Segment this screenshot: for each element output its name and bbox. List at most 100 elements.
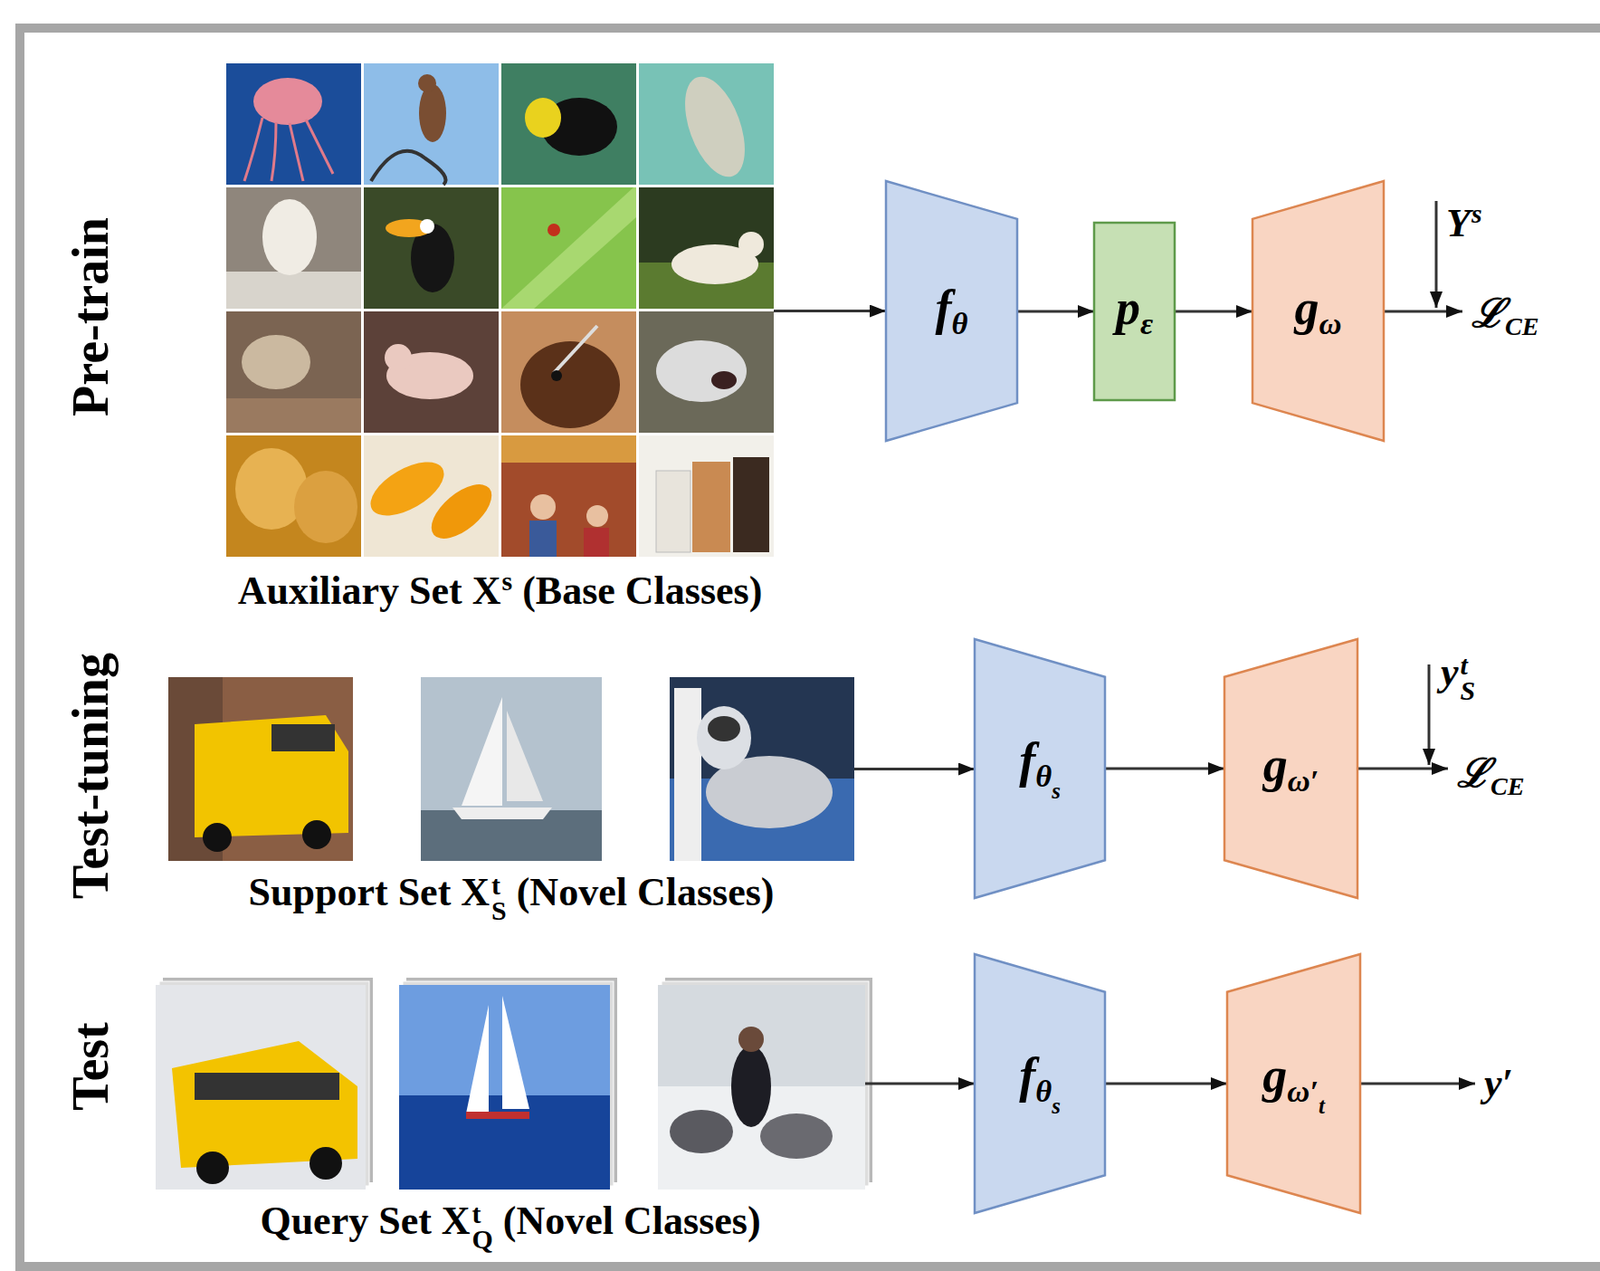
math-symbol: f <box>935 280 953 335</box>
loss-label: ℒCE <box>1471 292 1540 342</box>
math-symbol: fθ <box>935 281 969 341</box>
photo-detail <box>524 97 562 138</box>
photo-detail <box>1428 664 1431 765</box>
photo-detail <box>674 687 702 861</box>
photo-detail <box>1383 310 1463 314</box>
photo-detail <box>733 457 770 553</box>
photo-detail <box>194 714 349 838</box>
loss-label: ℒ <box>1471 291 1505 336</box>
photo-detail <box>461 696 503 806</box>
connector-arrow <box>1017 310 1095 314</box>
loss-label: ℒCE <box>1457 752 1525 801</box>
loss-label: CE <box>1504 312 1540 341</box>
photo-detail <box>692 461 731 553</box>
math-symbol: ω′ <box>1287 763 1320 799</box>
network-trapezoid: gω <box>1252 180 1384 441</box>
photo-detail <box>529 520 557 557</box>
math-symbol: gω′t <box>1262 1048 1325 1118</box>
photo-detail <box>420 676 602 861</box>
photo-detail <box>501 435 637 463</box>
photo-detail <box>738 1026 764 1052</box>
photo-detail <box>530 494 556 520</box>
target-label: S <box>1460 677 1477 704</box>
photo-detail <box>466 1004 489 1114</box>
node-outline <box>974 638 1105 898</box>
photo-detail <box>226 271 362 309</box>
math-symbol: s <box>1051 1093 1061 1118</box>
photo-detail <box>669 1109 734 1153</box>
photo-detail <box>226 435 362 557</box>
photo-detail <box>669 676 855 861</box>
photo-detail <box>294 470 358 543</box>
node-outline <box>974 953 1105 1213</box>
math-symbol: gω′ <box>1263 738 1320 798</box>
set-caption: Auxiliary Set Xs(Base Classes) <box>238 565 763 615</box>
image-set: Query Set XtQ(Novel Classes) <box>155 977 866 1190</box>
connector-arrow <box>773 309 886 313</box>
node-outline <box>1252 180 1384 441</box>
photo-detail <box>506 710 543 801</box>
math-symbol: fθs <box>1019 733 1061 803</box>
math-symbol: θ <box>952 305 969 341</box>
node-outline <box>1227 953 1361 1213</box>
connector-arrow <box>1174 310 1253 314</box>
photo-detail <box>309 1146 343 1180</box>
connector-arrow <box>1104 1082 1228 1086</box>
caption-text: Q <box>472 1226 494 1252</box>
connector-arrow <box>865 1082 975 1086</box>
math-symbol: f <box>1019 1047 1036 1103</box>
photo-detail <box>419 84 447 143</box>
node-outline <box>1224 638 1358 898</box>
photo-detail <box>638 311 774 433</box>
photo-detail <box>196 1151 229 1184</box>
math-symbol: ω <box>1319 305 1343 341</box>
photo-detail <box>363 187 499 309</box>
photo-grid <box>226 63 774 557</box>
photo-detail <box>502 995 530 1109</box>
photo-detail <box>551 370 562 381</box>
target-label: Ys <box>1446 199 1483 246</box>
photo-detail <box>226 311 362 433</box>
photo-detail <box>226 398 362 433</box>
photo-detail <box>399 1095 610 1190</box>
target-label: ytS <box>1440 650 1476 705</box>
photo-detail <box>1360 1082 1476 1086</box>
caption-text: s <box>502 565 514 596</box>
math-symbol: ω′ <box>1286 1073 1319 1108</box>
photo-detail <box>155 984 366 1190</box>
photo-detail <box>638 435 774 557</box>
target-label: y <box>1440 649 1459 695</box>
target-label: t <box>1460 652 1477 678</box>
node-outline <box>885 180 1018 441</box>
photo-detail <box>241 334 311 390</box>
photo-detail <box>262 199 317 276</box>
photo-detail <box>271 723 335 752</box>
output-label: y′ <box>1484 1061 1514 1105</box>
photo-detail <box>226 187 362 309</box>
caption-text: (Novel Classes) <box>503 1198 762 1243</box>
math-symbol: f <box>1019 733 1036 788</box>
node-outline <box>1094 222 1175 400</box>
connector-arrow <box>854 767 975 771</box>
photo-detail <box>696 705 752 770</box>
photo-detail <box>1357 767 1448 771</box>
photo-detail <box>501 311 637 433</box>
photo-detail <box>418 74 437 93</box>
photo-detail <box>452 807 553 820</box>
caption-text: t <box>472 1200 494 1227</box>
photo-detail <box>501 187 637 309</box>
math-symbol: ε <box>1140 306 1153 342</box>
photo-detail <box>583 527 610 557</box>
sub-sup-stack: tQ <box>472 1200 494 1253</box>
math-symbol: g <box>1262 1047 1287 1103</box>
caption-text: t <box>491 872 507 898</box>
projector-box: pε <box>1094 222 1175 400</box>
photo-detail <box>547 223 561 237</box>
photo-detail <box>760 1113 833 1159</box>
target-label: Y <box>1446 200 1471 246</box>
math-symbol: t <box>1318 1093 1325 1118</box>
photo-detail <box>638 63 774 185</box>
network-trapezoid: gω′ <box>1224 638 1358 898</box>
query-photos <box>155 977 873 1190</box>
photo-detail <box>422 474 502 549</box>
